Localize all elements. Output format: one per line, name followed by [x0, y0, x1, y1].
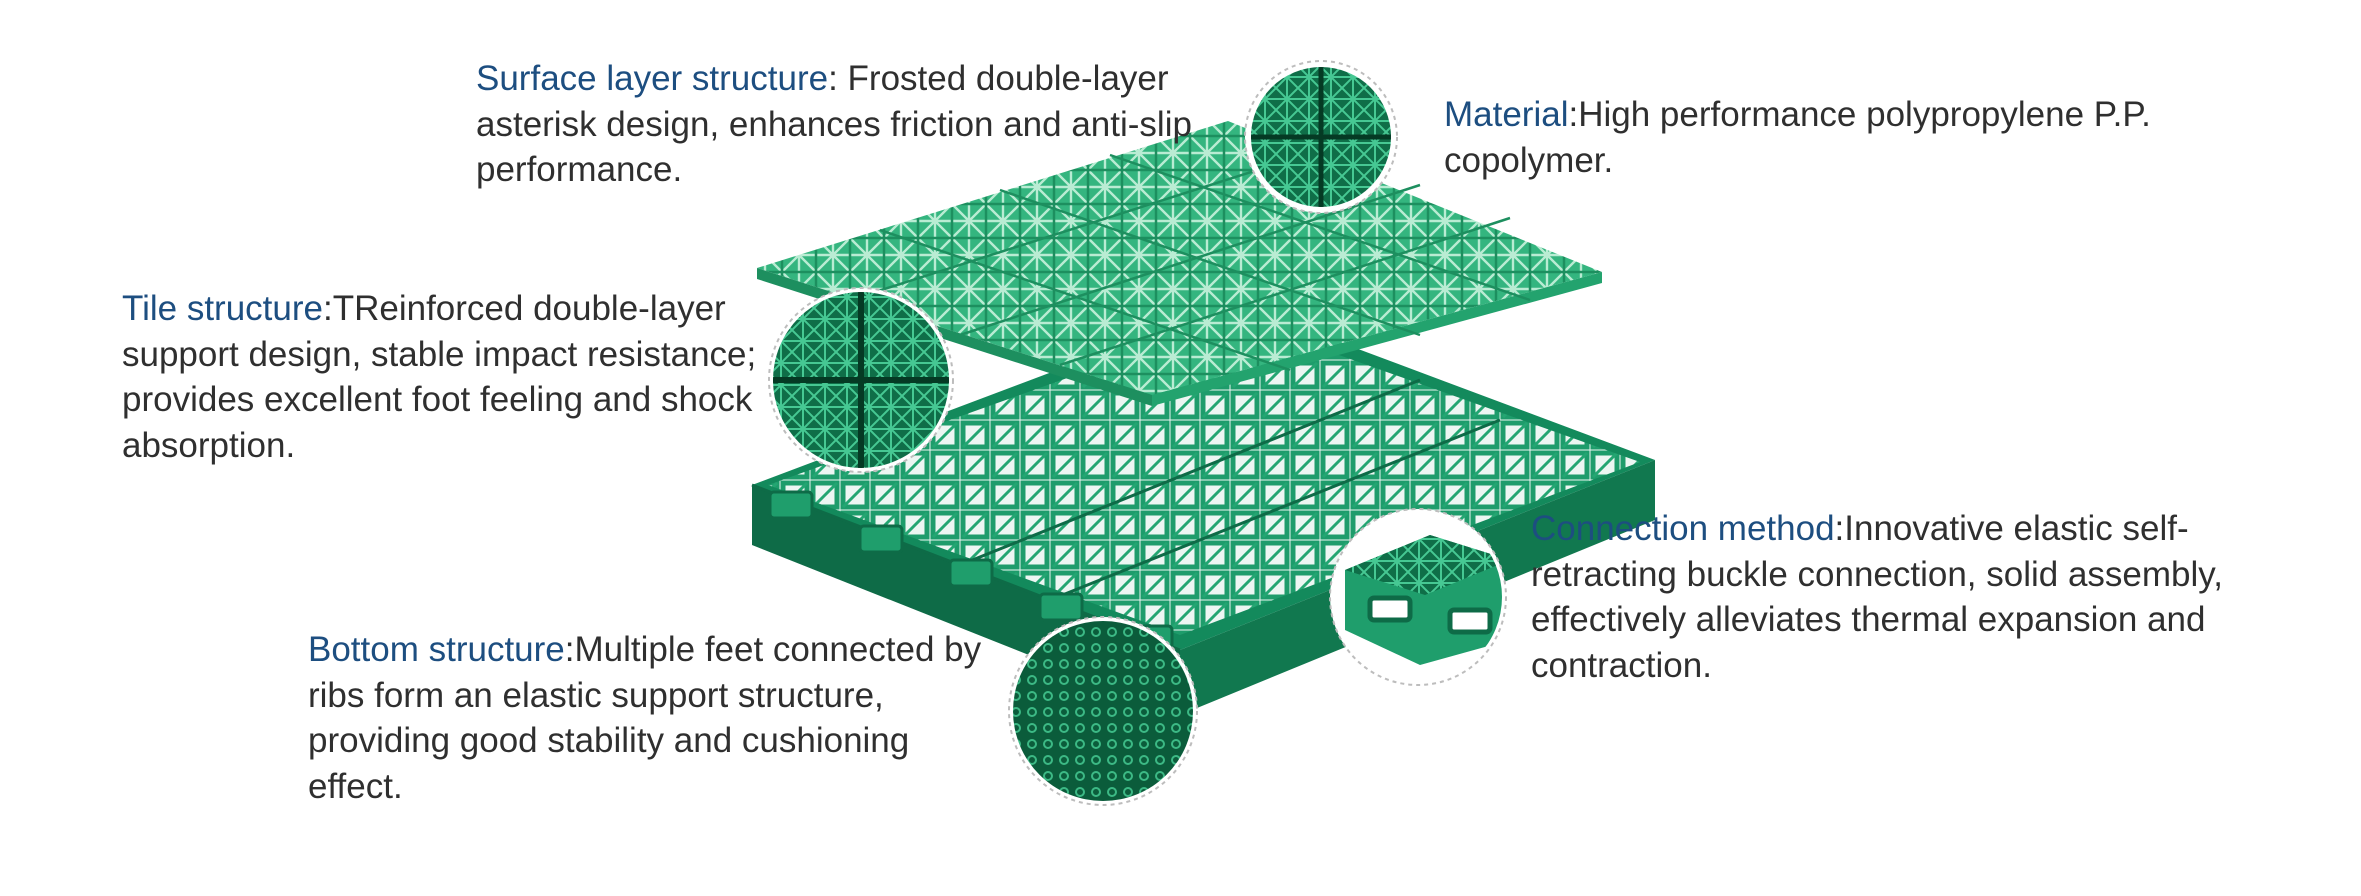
callout-title: Connection method — [1531, 509, 1835, 548]
magnified-buckle-connector-icon — [1329, 508, 1507, 686]
callout-title: Material — [1444, 95, 1569, 134]
callout-tile-structure: Tile structure:TReinforced double-layer … — [122, 286, 762, 468]
callout-text: :Multiple feet connected by ribs form an… — [308, 630, 982, 806]
callout-title: Tile structure — [122, 289, 323, 328]
callout-bottom-structure: Bottom structure:Multiple feet connected… — [308, 627, 1008, 809]
callout-text: :TReinforced double-layer support design… — [122, 289, 757, 465]
callout-text: : Frosted double-layer asterisk design, … — [476, 59, 1192, 189]
callout-material: Material:High performance polypropylene … — [1444, 92, 2304, 183]
callout-title: Bottom structure — [308, 630, 565, 669]
callout-text: :Innovative elastic self-retracting buck… — [1531, 509, 2223, 685]
magnified-surface-pattern-icon — [1244, 60, 1398, 214]
callout-text: :High performance polypropylene P.P. cop… — [1444, 95, 2151, 180]
callout-connection-method: Connection method:Innovative elastic sel… — [1531, 506, 2231, 688]
callout-title: Surface layer structure — [476, 59, 829, 98]
magnified-tile-support-icon — [768, 287, 954, 473]
magnified-bottom-feet-icon — [1008, 616, 1198, 806]
callout-surface-layer-structure: Surface layer structure: Frosted double-… — [476, 56, 1236, 193]
